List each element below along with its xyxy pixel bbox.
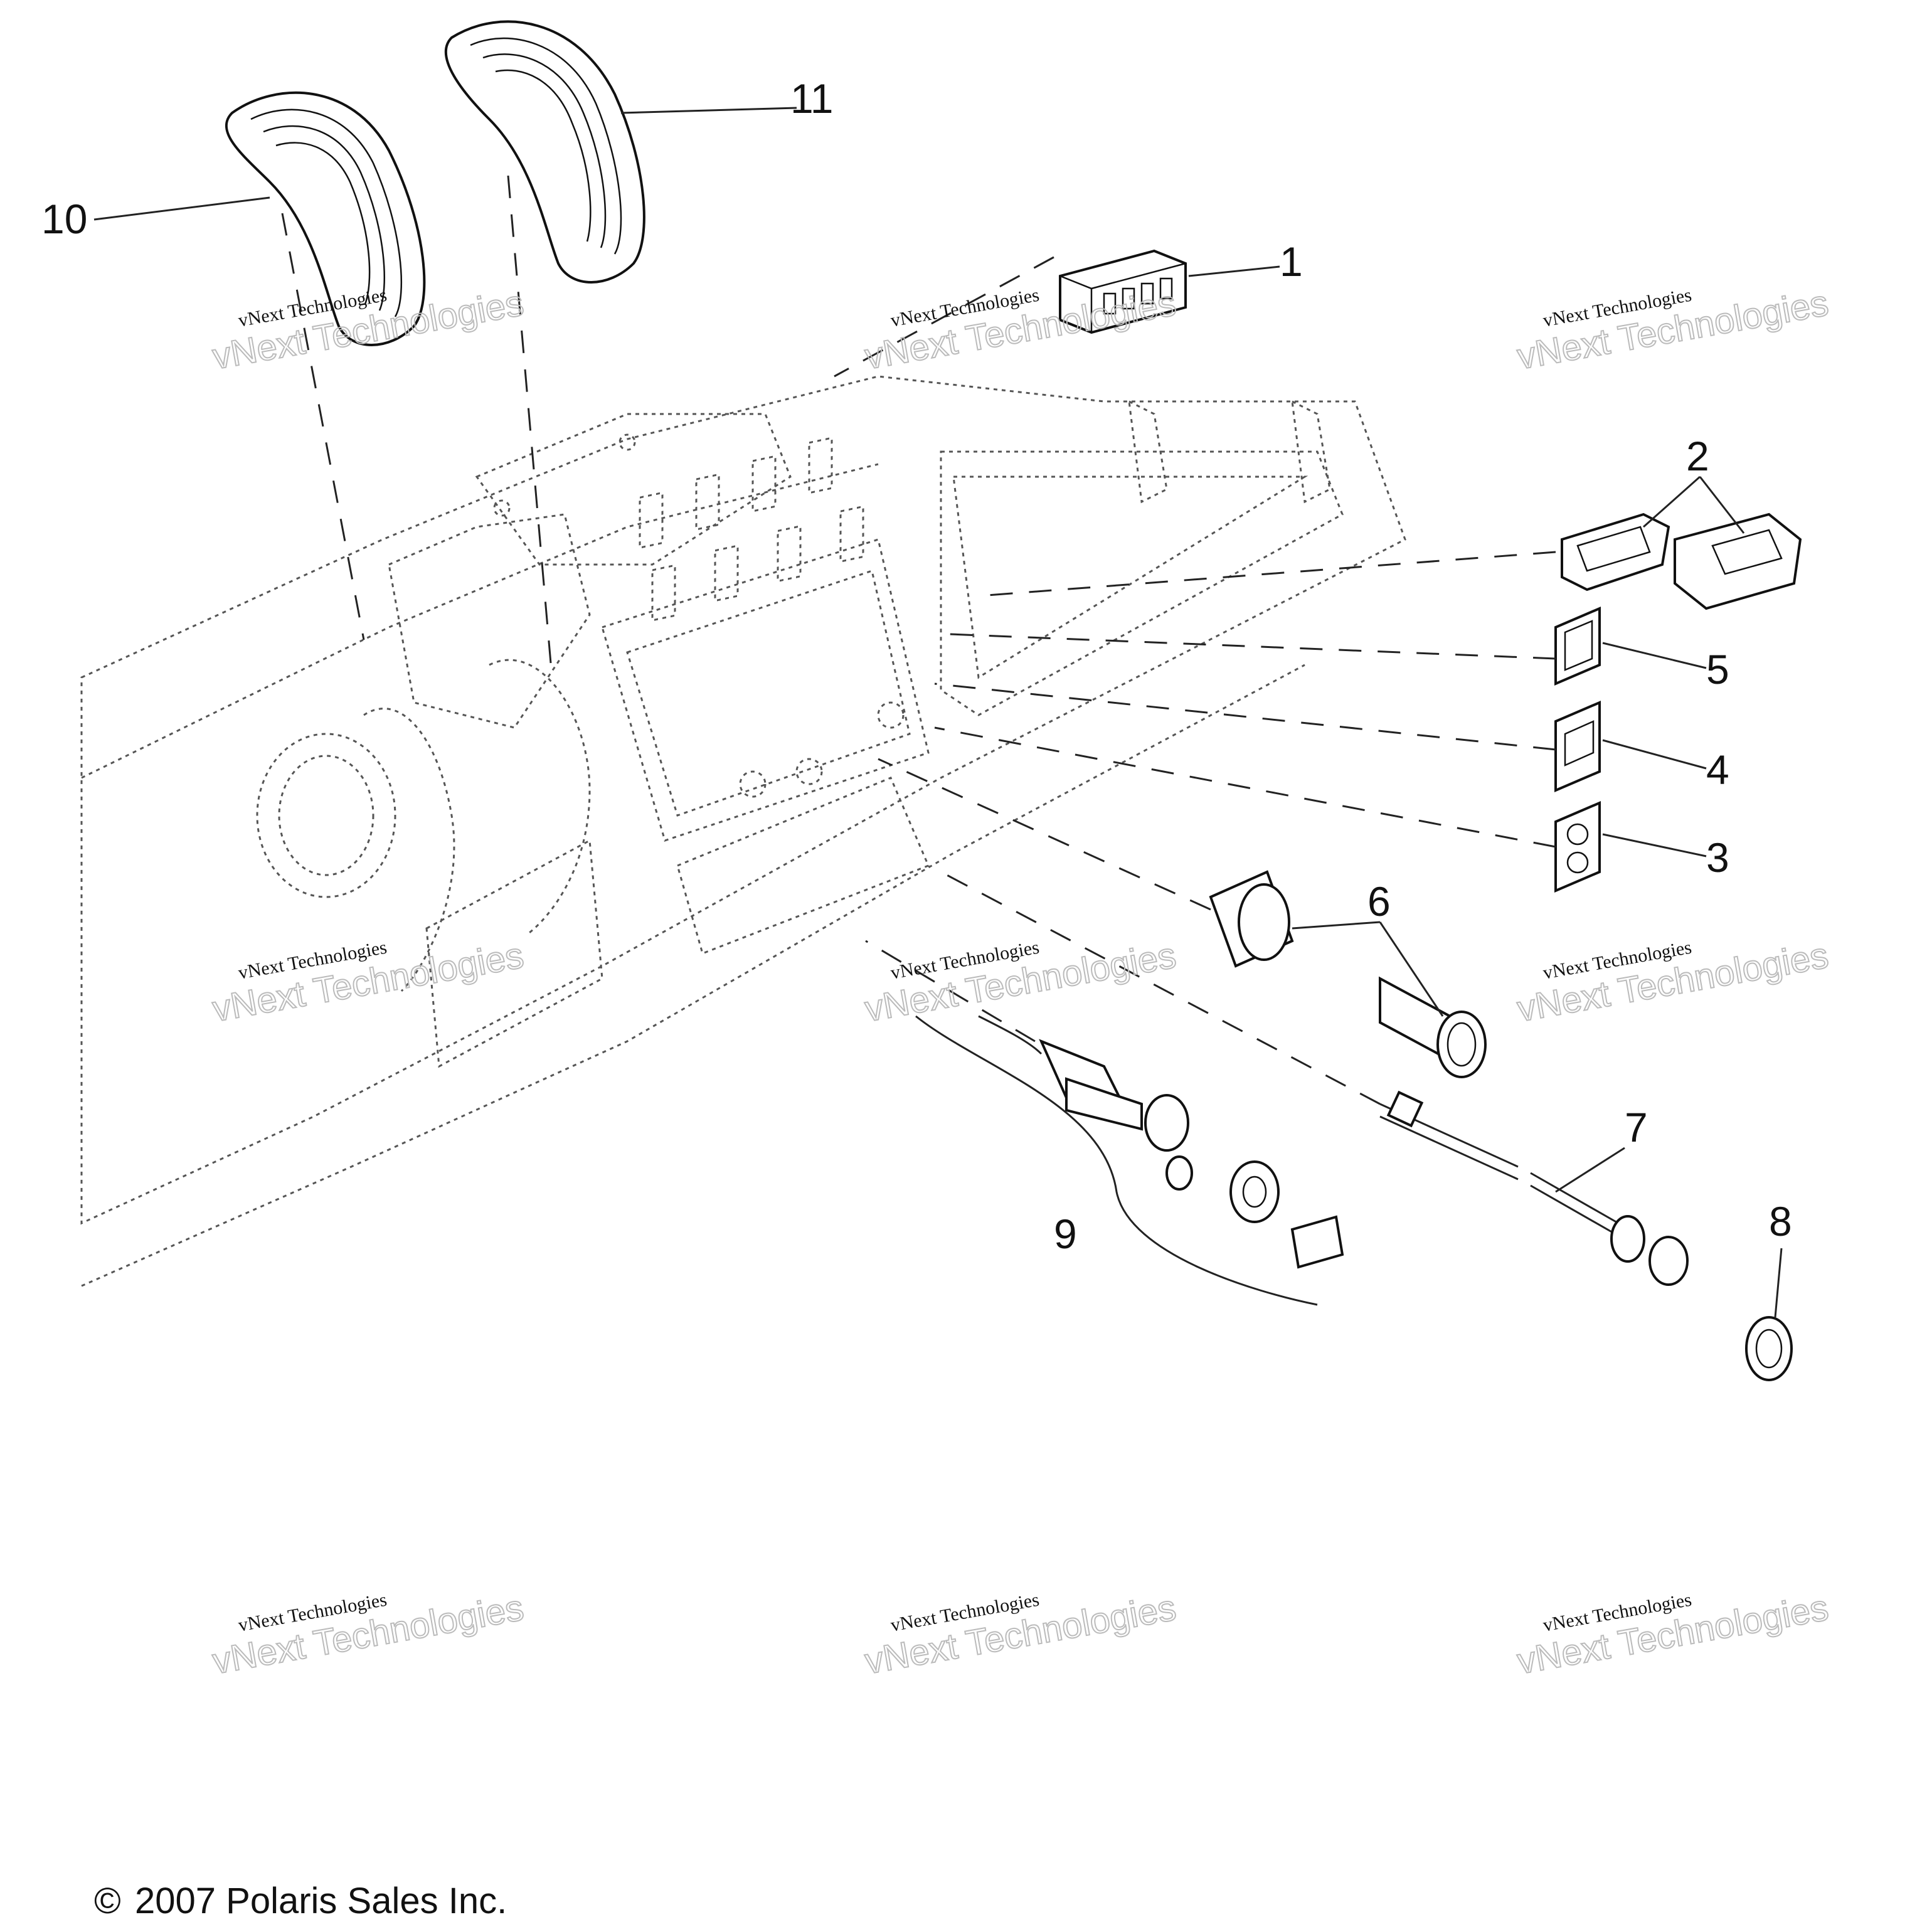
part-5-switch-frame (1554, 606, 1601, 686)
copyright-symbol: © (94, 1881, 121, 1921)
part-6-power-outlet (1209, 870, 1487, 1078)
dashboard-outline (80, 375, 1406, 1287)
part-8-nut (1745, 1316, 1793, 1381)
copyright-text: 2007 Polaris Sales Inc. (135, 1881, 507, 1921)
part-3-headlight-switch (1554, 800, 1601, 893)
callout-6: 6 (1367, 878, 1391, 925)
callout-5: 5 (1706, 646, 1729, 693)
watermark-r1c3: vNext Technologies vNext Technologies (1514, 282, 1832, 378)
callout-10: 10 (41, 196, 87, 242)
callout-9: 9 (1054, 1211, 1077, 1257)
callout-1: 1 (1280, 238, 1303, 285)
part-1-connector-block (1059, 249, 1187, 334)
part-4-rocker-switch (1554, 700, 1601, 793)
watermark-r3c3: vNext Technologies vNext Technologies (1514, 1586, 1832, 1682)
callout-2: 2 (1686, 433, 1709, 479)
leader-lines (93, 107, 1783, 1318)
callout-8: 8 (1769, 1198, 1792, 1245)
callout-3: 3 (1706, 834, 1729, 881)
watermark-r3c1: vNext Technologies vNext Technologies (209, 1586, 528, 1682)
part-11-grip-pad (444, 20, 645, 284)
part-2-switch-bezel (1561, 512, 1802, 610)
callout-7: 7 (1625, 1104, 1648, 1150)
part-9-ignition-switch (915, 1015, 1344, 1306)
part-10-grip-pad (225, 91, 426, 346)
watermark-r3c2: vNext Technologies vNext Technologies (861, 1586, 1180, 1682)
callout-11: 11 (790, 75, 834, 122)
callout-4: 4 (1706, 746, 1729, 793)
watermark-r2c1: vNext Technologies vNext Technologies (209, 934, 528, 1030)
watermark-r2c2: vNext Technologies vNext Technologies (861, 934, 1180, 1030)
watermark-r2c3: vNext Technologies vNext Technologies (1514, 934, 1832, 1030)
part-7-choke-cable (1379, 1090, 1689, 1286)
